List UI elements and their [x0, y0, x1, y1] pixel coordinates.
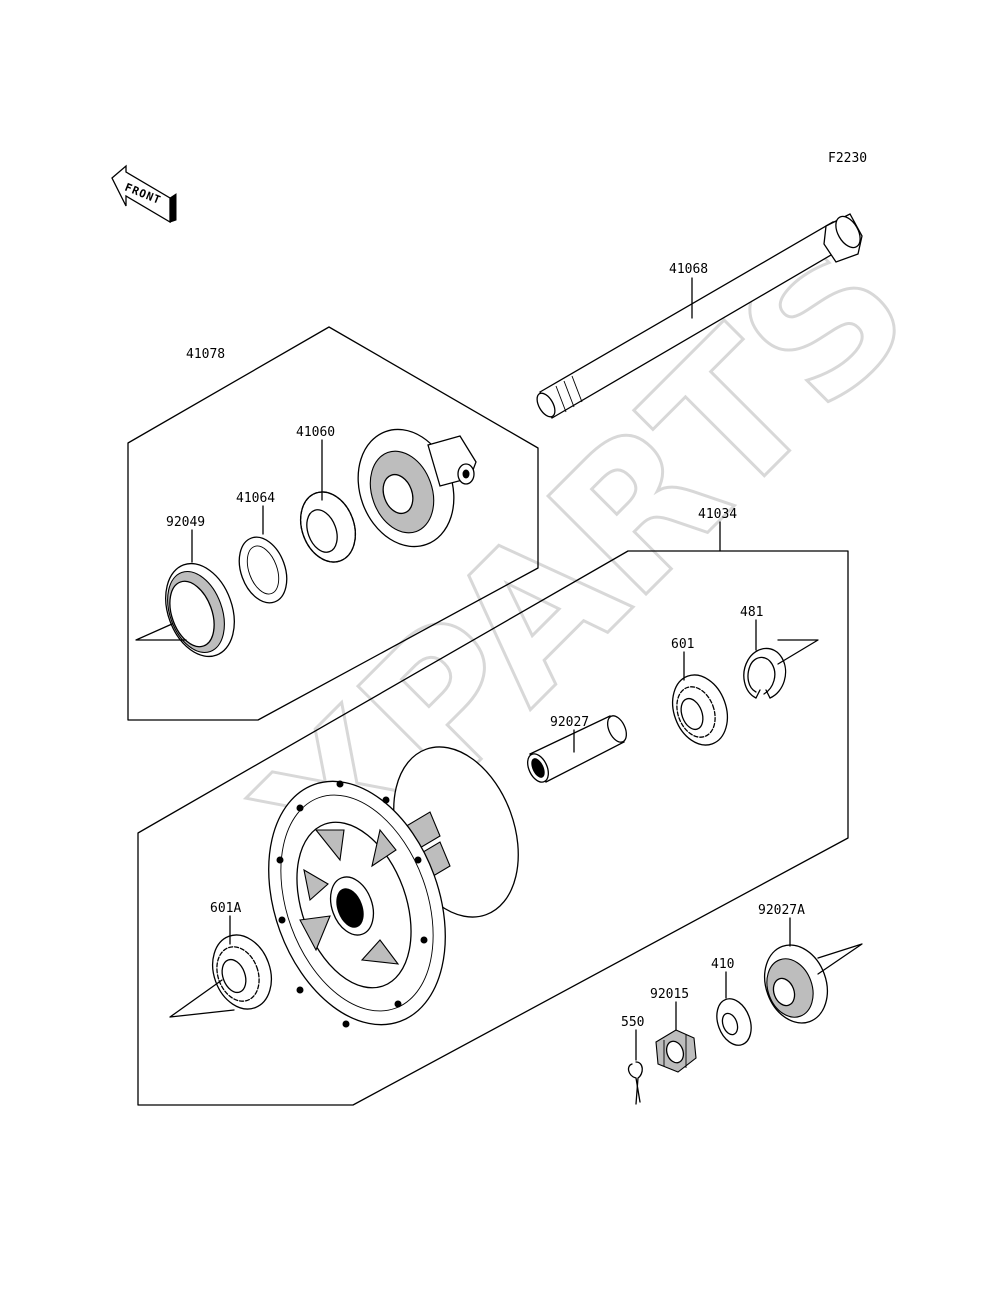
label-41060: 41060 — [296, 425, 335, 440]
axle-41068 — [536, 213, 863, 419]
castle-nut-92015 — [655, 1029, 697, 1073]
spacer-92027 — [527, 715, 628, 783]
circlip-481 — [743, 647, 787, 699]
label-92027: 92027 — [550, 715, 589, 730]
label-92049: 92049 — [166, 515, 205, 530]
bearing-601A — [212, 934, 272, 1010]
front-hub — [268, 746, 519, 1028]
label-41078: 41078 — [186, 347, 225, 362]
label-92027A: 92027A — [758, 903, 805, 918]
label-601: 601 — [671, 637, 694, 652]
label-41068: 41068 — [669, 262, 708, 277]
bearing-601 — [671, 674, 729, 746]
label-41034: 41034 — [698, 507, 737, 522]
label-92015: 92015 — [650, 987, 689, 1002]
group-box-41078 — [127, 326, 539, 721]
oil-seal-92049 — [165, 562, 235, 658]
figure-code: F2230 — [828, 151, 867, 166]
collar-92027A — [764, 944, 828, 1024]
washer-41064 — [238, 536, 288, 604]
label-410: 410 — [711, 957, 734, 972]
gear-41060 — [299, 491, 357, 563]
leader-92027A-pointer — [817, 943, 863, 975]
leader-601A-pointer — [169, 979, 235, 1018]
label-41064: 41064 — [236, 491, 275, 506]
label-601A: 601A — [210, 901, 241, 916]
group-box-41034 — [137, 550, 849, 1106]
washer-410 — [716, 998, 752, 1046]
leader-481-pointer — [777, 639, 819, 665]
label-481: 481 — [740, 605, 763, 620]
speedometer-housing — [357, 428, 477, 548]
front-arrow-icon: FRONT — [111, 164, 177, 224]
leader-92049-pointer — [135, 623, 187, 641]
label-550: 550 — [621, 1015, 644, 1030]
cotter-pin-550 — [627, 1061, 643, 1105]
